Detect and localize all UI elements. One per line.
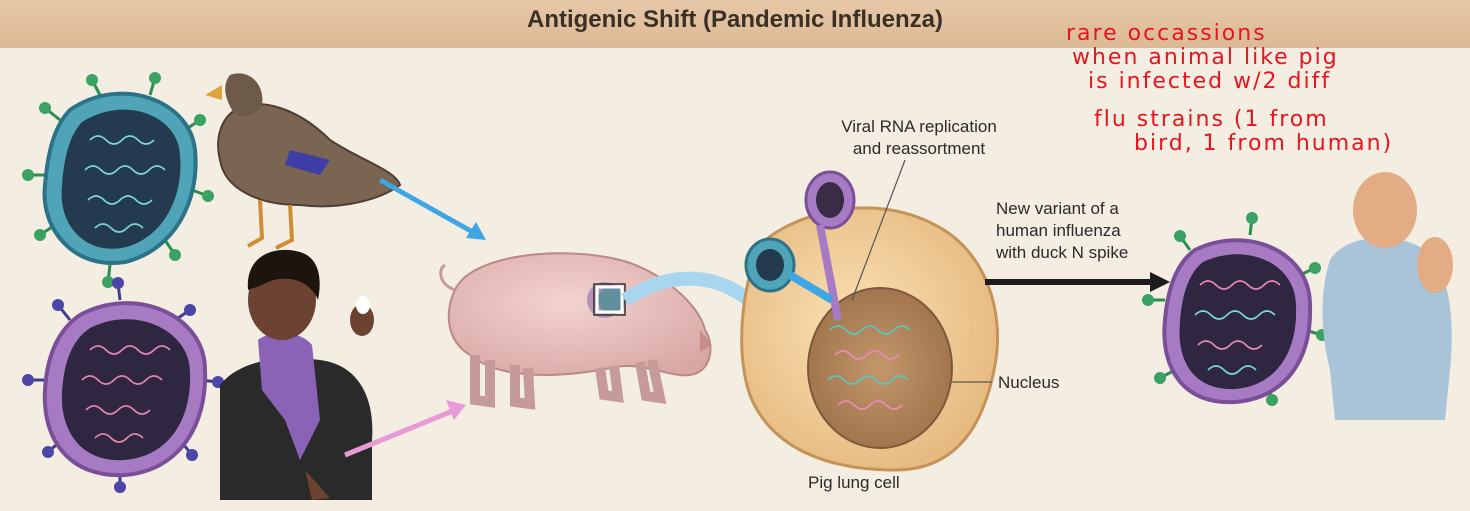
new-variant-virus bbox=[1142, 212, 1328, 406]
new-variant-label-line3: with duck N spike bbox=[996, 243, 1129, 262]
pig-lung-cell bbox=[740, 206, 999, 472]
duck-illustration bbox=[205, 73, 402, 250]
pig-lung-cell-label: Pig lung cell bbox=[808, 473, 900, 492]
human-virus bbox=[22, 277, 224, 493]
entering-viruses bbox=[744, 170, 856, 321]
diagram-title: Antigenic Shift (Pandemic Influenza) bbox=[526, 6, 944, 33]
man-illustration bbox=[1322, 172, 1453, 511]
replication-label-line1: Viral RNA replication bbox=[841, 117, 997, 136]
callout-lines bbox=[851, 159, 992, 383]
annotation-line-5: bird, 1 from human) bbox=[1134, 131, 1394, 156]
arrow-to-new-variant bbox=[985, 272, 1170, 292]
new-variant-label-line2: human influenza bbox=[996, 221, 1121, 240]
annotation-line-3: is infected w/2 diff bbox=[1088, 69, 1332, 94]
annotation-line-4: flu strains (1 from bbox=[1094, 107, 1329, 132]
arrow-human-to-pig bbox=[344, 400, 466, 458]
annotation-line-1: rare occassions bbox=[1066, 21, 1267, 46]
new-variant-label: New variant of a human influenza with du… bbox=[996, 198, 1176, 264]
arrow-duck-to-pig bbox=[378, 177, 486, 240]
nucleus-label: Nucleus bbox=[998, 373, 1060, 392]
replication-label-line2: and reassortment bbox=[852, 139, 986, 158]
woman-illustration bbox=[220, 249, 374, 500]
new-variant-label-line1: New variant of a bbox=[996, 199, 1119, 218]
duck-virus bbox=[22, 72, 214, 288]
annotation-line-2: when animal like pig bbox=[1072, 45, 1339, 70]
replication-label: Viral RNA replication and reassortment bbox=[814, 116, 1024, 160]
title-bar bbox=[0, 0, 1470, 48]
